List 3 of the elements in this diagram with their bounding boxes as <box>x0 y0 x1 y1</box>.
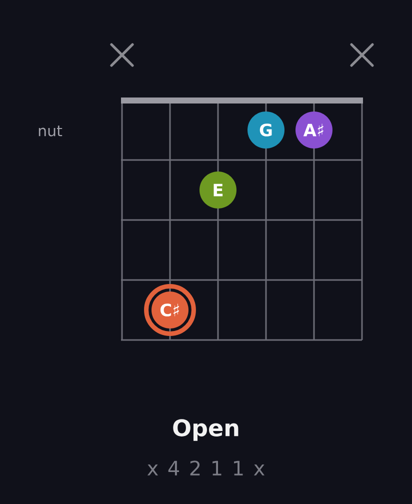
nut-label: nut <box>38 126 62 136</box>
chord-title: Open <box>173 419 238 441</box>
fret-numbers: x 4 2 1 1 x <box>147 460 264 476</box>
